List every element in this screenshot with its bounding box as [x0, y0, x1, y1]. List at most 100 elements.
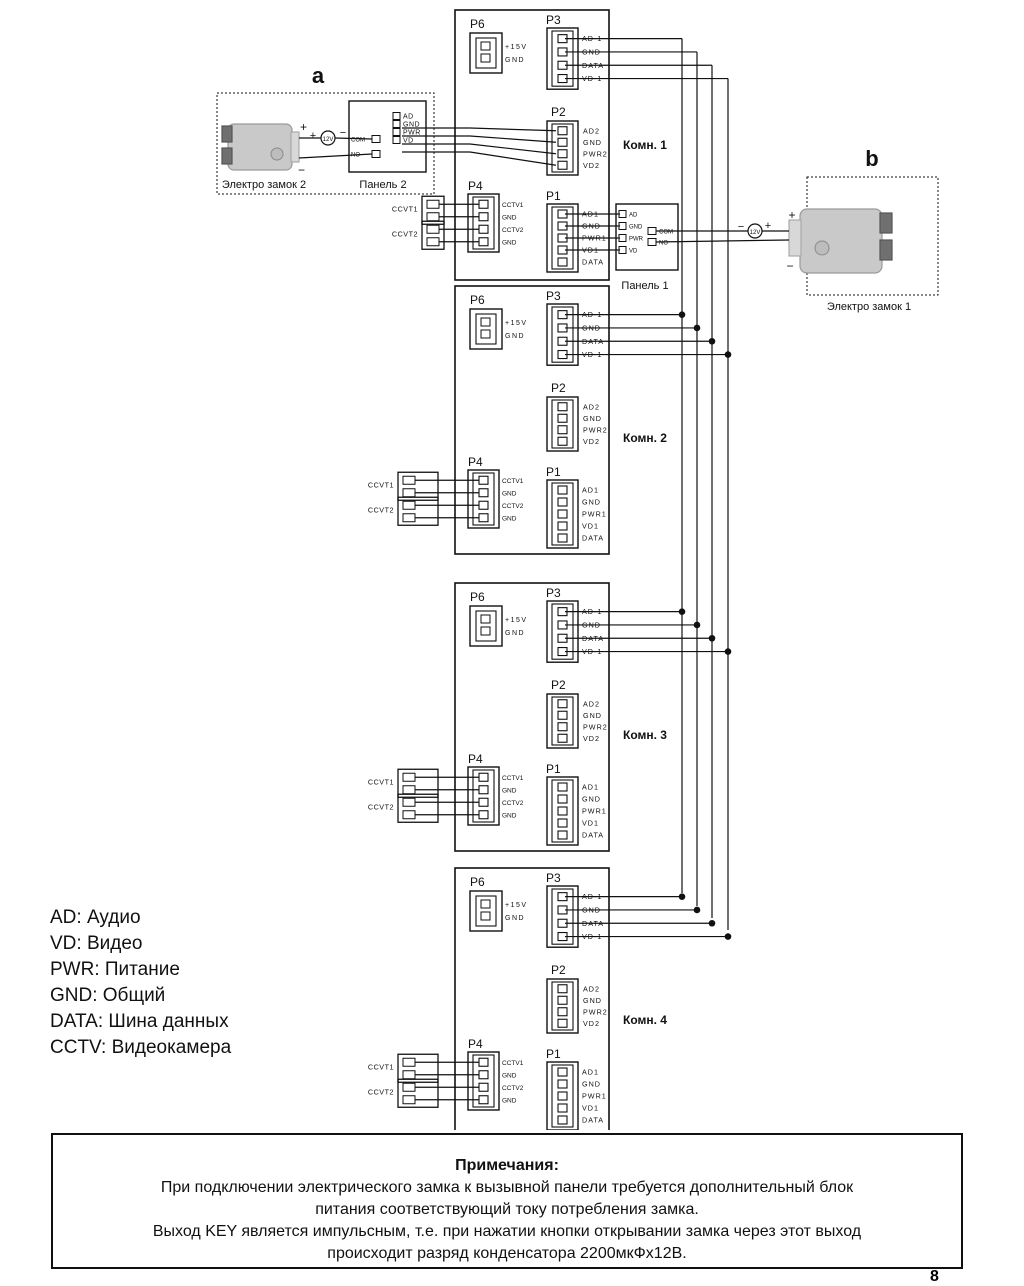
- junction-dot: [724, 933, 732, 940]
- legend-item: DATA: Шина данных: [50, 1011, 229, 1032]
- p4-pin: [478, 797, 489, 807]
- p2-pin: [557, 413, 568, 423]
- p2-pin: [557, 699, 568, 709]
- camera-connector: [397, 471, 439, 501]
- p1-pin: [557, 257, 568, 267]
- p1-pin-label: PWR1: [582, 807, 607, 816]
- lock2-minus: −: [298, 163, 305, 177]
- psu1-plus: +: [765, 220, 771, 232]
- p6-pin-label: +15V: [505, 320, 528, 327]
- psu2-minus: −: [340, 127, 346, 139]
- notes-line: происходит разряд конденсатора 2200мкФх1…: [327, 1245, 687, 1262]
- p4-pin-label: GND: [502, 1097, 517, 1104]
- p4-pin: [478, 475, 489, 485]
- p1-housing: [546, 1061, 579, 1130]
- p1-pin: [557, 509, 568, 519]
- lock1-bolt: [879, 239, 893, 261]
- p3-frame: [551, 888, 574, 945]
- p2-pin: [557, 710, 568, 720]
- p4-housing: [467, 766, 500, 826]
- lock1-key-hole: [814, 240, 830, 256]
- camera-label: CCVT1: [392, 204, 418, 213]
- p4-pin-label: CCTV2: [502, 1085, 524, 1092]
- camera-connector: [397, 768, 439, 798]
- legend-item: AD: Аудио: [50, 907, 141, 928]
- camera-connector: [397, 496, 439, 526]
- camera-label: CCVT2: [368, 802, 394, 811]
- panel1-pin: [618, 246, 627, 254]
- camera-connector: [397, 793, 439, 823]
- p4-frame: [472, 196, 495, 250]
- relay-pin: [647, 238, 657, 246]
- panel1-label: Панель 1: [621, 280, 668, 292]
- p4-pin: [478, 772, 489, 782]
- p1-pin-label: PWR1: [582, 510, 607, 519]
- p3-label: P3: [546, 871, 561, 885]
- p2-pin: [557, 1007, 568, 1017]
- lock2-key-hole: [270, 147, 284, 161]
- monitor-name: Комн. 3: [623, 728, 667, 742]
- p4-pin-label: GND: [502, 490, 517, 497]
- p4-pin-label: CCTV2: [502, 227, 524, 234]
- p1-housing: [546, 479, 579, 549]
- p3-frame: [551, 30, 574, 87]
- camera-pin: [402, 488, 416, 498]
- psu1-minus: −: [738, 221, 744, 233]
- p1-pin-label: AD1: [582, 1068, 599, 1077]
- lock2-bolt: [221, 125, 233, 143]
- panel1-box: [615, 203, 679, 271]
- camera-label: CCVT2: [392, 229, 418, 238]
- p1-frame: [551, 1064, 574, 1128]
- p1-pin: [557, 782, 568, 792]
- p4-housing: [467, 469, 500, 529]
- panel2-pin: [392, 128, 401, 136]
- p6-pin-label: +15V: [505, 902, 528, 909]
- panel2-wire: [469, 127, 557, 132]
- p6-frame: [475, 610, 497, 642]
- camera-pin: [402, 772, 416, 782]
- camera-label: CCVT1: [368, 1062, 394, 1071]
- p6-pin: [480, 614, 491, 624]
- p6-pin-label: +15V: [505, 617, 528, 624]
- p3-label: P3: [546, 13, 561, 27]
- p1-pin: [557, 794, 568, 804]
- camera-pin: [426, 212, 440, 222]
- p2-pin: [557, 436, 568, 446]
- p6-housing: [469, 605, 503, 647]
- camera-pin: [402, 785, 416, 795]
- p2-pin: [557, 995, 568, 1005]
- p3-housing: [546, 600, 579, 663]
- panel2-pin-label: VD: [403, 138, 414, 145]
- p4-label: P4: [468, 1037, 483, 1051]
- p2-pin-label: VD2: [583, 437, 600, 446]
- p2-pin-label: AD2: [583, 402, 600, 411]
- p6-label: P6: [470, 293, 485, 307]
- camera-pin: [426, 224, 440, 234]
- p4-pin-label: GND: [502, 214, 517, 221]
- p1-pin: [557, 1067, 568, 1077]
- camera-pin: [402, 500, 416, 510]
- panel2-pin: [392, 136, 401, 144]
- p2-pin-label: PWR2: [583, 425, 608, 434]
- p4-frame: [472, 769, 495, 823]
- label-a: a: [312, 63, 325, 88]
- panel2-pin-label: AD: [403, 114, 414, 121]
- p3-housing: [546, 303, 579, 366]
- p6-pin: [480, 329, 491, 339]
- p6-pin: [480, 317, 491, 327]
- p4-pin: [478, 1070, 489, 1080]
- p4-pin-label: CCTV2: [502, 800, 524, 807]
- abbreviation-legend: AD: Аудио VD: Видео PWR: Питание GND: Об…: [50, 905, 231, 1061]
- p6-pin: [480, 626, 491, 636]
- p2-frame: [551, 399, 574, 449]
- p6-pin-label: GND: [505, 57, 525, 64]
- p2-pin: [557, 160, 568, 170]
- p1-pin-label: DATA: [582, 534, 604, 543]
- p1-label: P1: [546, 762, 561, 776]
- psu2-plus: +: [310, 130, 316, 142]
- relay-pin: [647, 227, 657, 235]
- panel2-wire: [469, 135, 557, 143]
- p2-pin: [557, 137, 568, 147]
- p1-pin-label: GND: [582, 795, 601, 804]
- p6-pin: [480, 899, 491, 909]
